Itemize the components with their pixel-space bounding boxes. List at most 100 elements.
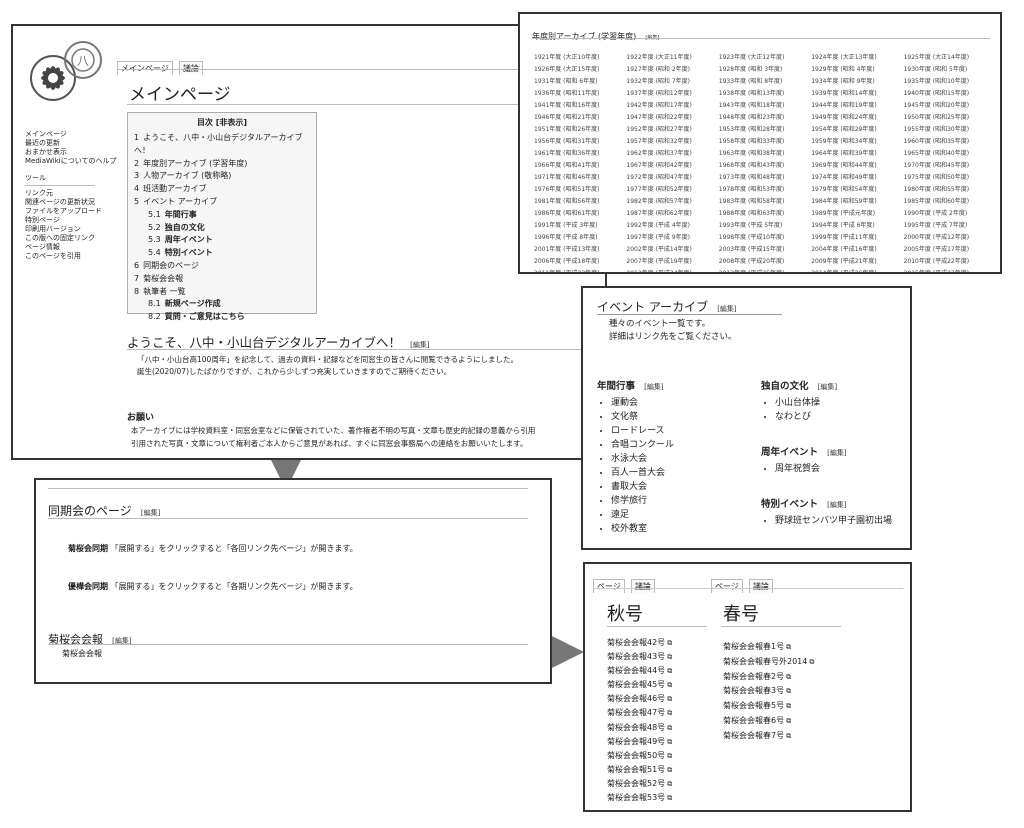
year-link[interactable]: 1975年度 (昭和50年度) [903,174,970,181]
autumn-issue-item[interactable]: 菊桜会会報46号⧉ [607,692,672,706]
year-link[interactable]: 1947年度 (昭和22年度) [626,114,692,121]
year-link[interactable]: 1931年度 (昭和 6年度) [534,78,598,85]
spring-issue-item[interactable]: 菊桜会会報春3号⧉ [723,684,814,699]
sidebar-item-page-info[interactable]: ページ情報 [25,243,60,251]
year-link[interactable]: 1938年度 (昭和13年度) [718,90,785,97]
sidebar-item-random[interactable]: おまかせ表示 [25,148,67,156]
kikuoukai-doki-label[interactable]: 菊桜会同期 [68,544,108,553]
year-link[interactable]: 1940年度 (昭和15年度) [903,90,970,97]
special-event-item[interactable]: 野球班センバツ甲子園初出場 [775,514,910,528]
year-link[interactable]: 1994年度 (平成 6年度) [811,222,875,229]
year-link[interactable]: 1979年度 (昭和54年度) [811,186,877,193]
year-link[interactable]: 1974年度 (昭和49年度) [811,174,877,181]
culture-edit-link[interactable]: [編集] [817,383,838,391]
year-link[interactable]: 1926年度 (大正15年度) [534,66,600,73]
year-link[interactable]: 1942年度 (昭和17年度) [626,102,692,109]
year-link[interactable]: 1952年度 (昭和27年度) [626,126,692,133]
year-link[interactable]: 1937年度 (昭和12年度) [626,90,692,97]
year-link[interactable]: 1923年度 (大正12年度) [718,54,785,61]
culture-item[interactable]: 小山台体操 [775,396,910,410]
tab-main-page[interactable]: メインページ [117,61,173,75]
year-link[interactable]: 1982年度 (昭和57年度) [626,198,692,205]
year-link[interactable]: 1928年度 (昭和 3年度) [718,66,783,73]
yukakai-doki-label[interactable]: 優樺会同期 [68,582,108,591]
year-link[interactable]: 1978年度 (昭和53年度) [718,186,785,193]
year-link[interactable]: 1941年度 (昭和16年度) [534,102,600,109]
year-link[interactable]: 1964年度 (昭和39年度) [811,150,877,157]
year-link[interactable]: 1993年度 (平成 5年度) [718,222,783,229]
spring-issue-item[interactable]: 菊桜会会報春5号⧉ [723,699,814,714]
year-link[interactable]: 1932年度 (昭和 7年度) [626,78,690,85]
year-link[interactable]: 2015年度 (平成27年度) [903,270,970,274]
autumn-issue-item[interactable]: 菊桜会会報44号⧉ [607,664,672,678]
year-link[interactable]: 1985年度 (昭和60年度) [903,198,970,205]
annual-event-item[interactable]: ロードレース [611,424,747,438]
year-link[interactable]: 1976年度 (昭和51年度) [534,186,600,193]
year-link[interactable]: 1970年度 (昭和45年度) [903,162,970,169]
year-link[interactable]: 1988年度 (昭和63年度) [718,210,785,217]
year-link[interactable]: 1951年度 (昭和26年度) [534,126,600,133]
year-link[interactable]: 2005年度 (平成17年度) [903,246,970,253]
year-link[interactable]: 1977年度 (昭和52年度) [626,186,692,193]
year-link[interactable]: 1946年度 (昭和21年度) [534,114,600,121]
year-link[interactable]: 1980年度 (昭和55年度) [903,186,970,193]
year-link[interactable]: 1936年度 (昭和11年度) [534,90,600,97]
tab-discussion[interactable]: 議論 [178,61,203,75]
year-link[interactable]: 2000年度 (平成12年度) [903,234,970,241]
sidebar-item-upload[interactable]: ファイルをアップロード [25,207,102,215]
year-link[interactable]: 1961年度 (昭和36年度) [534,150,600,157]
autumn-issue-item[interactable]: 菊桜会会報45号⧉ [607,678,672,692]
year-link[interactable]: 1963年度 (昭和38年度) [718,150,785,157]
year-link[interactable]: 2001年度 (平成13年度) [534,246,600,253]
autumn-issue-item[interactable]: 菊桜会会報51号⧉ [607,763,672,777]
year-link[interactable]: 1968年度 (昭和43年度) [718,162,785,169]
anniversary-item[interactable]: 周年祝賀会 [775,462,910,476]
sidebar-item-whatlinkshere[interactable]: リンク元 [25,189,53,197]
sidebar-item-recent-changes[interactable]: 最近の更新 [25,139,60,147]
annual-event-item[interactable]: 百人一首大会 [611,466,747,480]
year-link[interactable]: 2002年度 (平成14年度) [626,246,692,253]
spring-issue-item[interactable]: 菊桜会会報春7号⧉ [723,729,814,744]
spring-issue-item[interactable]: 菊桜会会報春1号⧉ [723,640,814,655]
annual-event-item[interactable]: 合唱コンクール [611,438,747,452]
year-link[interactable]: 1962年度 (昭和37年度) [626,150,692,157]
year-link[interactable]: 1995年度 (平成 7年度) [903,222,968,229]
autumn-issue-item[interactable]: 菊桜会会報47号⧉ [607,706,672,720]
year-link[interactable]: 1945年度 (昭和20年度) [903,102,970,109]
autumn-issue-item[interactable]: 菊桜会会報48号⧉ [607,721,672,735]
year-link[interactable]: 1957年度 (昭和32年度) [626,138,692,145]
year-link[interactable]: 2006年度 (平成18年度) [534,258,600,265]
year-link[interactable]: 1959年度 (昭和34年度) [811,138,877,145]
spring-issue-item[interactable]: 菊桜会会報春号外2014⧉ [723,655,814,670]
year-link[interactable]: 1967年度 (昭和42年度) [626,162,692,169]
year-link[interactable]: 1966年度 (昭和41年度) [534,162,600,169]
autumn-issue-item[interactable]: 菊桜会会報52号⧉ [607,777,672,791]
year-link[interactable]: 1924年度 (大正13年度) [811,54,877,61]
year-link[interactable]: 1996年度 (平成 8年度) [534,234,598,241]
year-link[interactable]: 1991年度 (平成 3年度) [534,222,598,229]
annual-event-item[interactable]: 修学旅行 [611,494,747,508]
sidebar-item-mediawiki-help[interactable]: MediaWikiについてのヘルプ [25,157,117,165]
year-link[interactable]: 2009年度 (平成21年度) [811,258,877,265]
year-link[interactable]: 1986年度 (昭和61年度) [534,210,600,217]
year-link[interactable]: 2008年度 (平成20年度) [718,258,785,265]
autumn-issue-item[interactable]: 菊桜会会報43号⧉ [607,650,672,664]
annual-event-item[interactable]: 運動会 [611,396,747,410]
annual-event-item[interactable]: 校外教室 [611,522,747,536]
year-link[interactable]: 1958年度 (昭和33年度) [718,138,785,145]
year-link[interactable]: 1973年度 (昭和48年度) [718,174,785,181]
year-link[interactable]: 2014年度 (平成26年度) [811,270,877,274]
sidebar-item-related-changes[interactable]: 関連ページの更新状況 [25,198,95,206]
year-link[interactable]: 1972年度 (昭和47年度) [626,174,692,181]
year-link[interactable]: 1983年度 (昭和58年度) [718,198,785,205]
year-link[interactable]: 1935年度 (昭和10年度) [903,78,970,85]
culture-item[interactable]: なわとび [775,410,910,424]
year-link[interactable]: 1933年度 (昭和 8年度) [718,78,783,85]
